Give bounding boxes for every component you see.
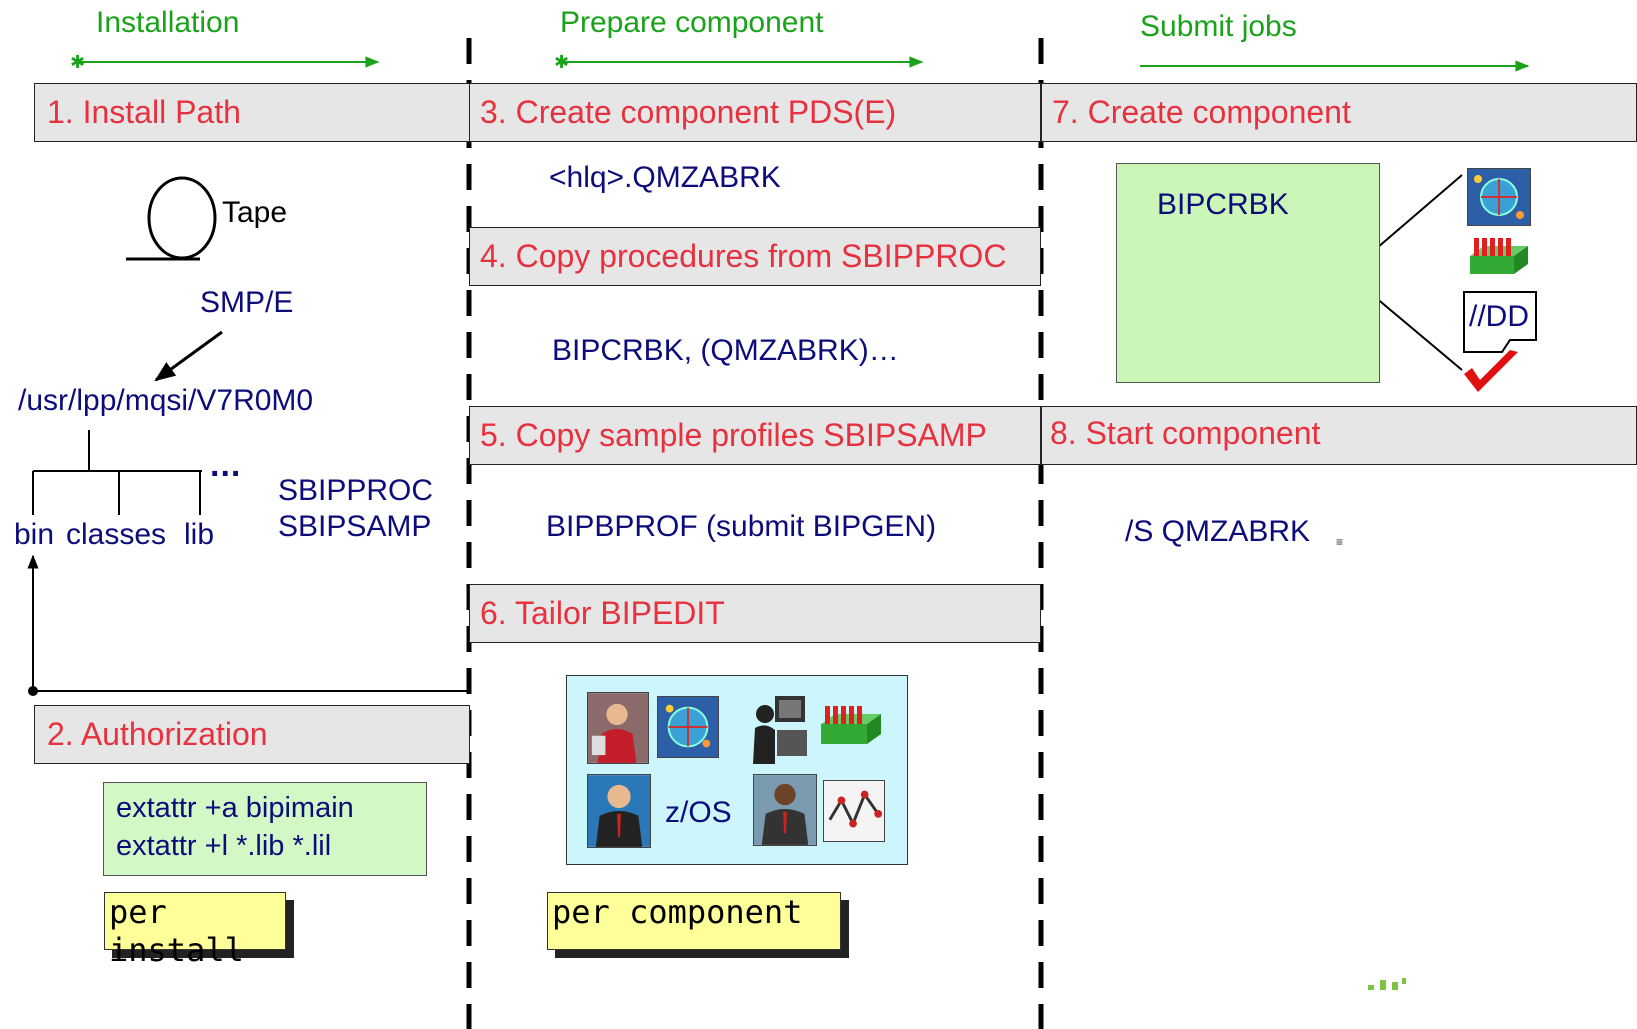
person-businessman-icon [753, 774, 817, 846]
tape-icon [126, 176, 217, 261]
authorization-arrow [27, 554, 469, 696]
auth-command-1: extattr +a bipimain [116, 792, 354, 824]
phase-installation-label: Installation [96, 6, 240, 39]
step-4-copy-procedures: 4. Copy procedures from SBIPPROC [469, 227, 1041, 286]
component-illustration-box: z/OS [566, 675, 908, 865]
globe-icon [1467, 168, 1531, 226]
install-path-label: /usr/lpp/mqsi/V7R0M0 [18, 384, 314, 417]
step-2-authorization: 2. Authorization [34, 705, 470, 764]
profile-names: BIPBPROF (submit BIPGEN) [546, 510, 937, 543]
checkmark-icon [1464, 350, 1518, 392]
step-6-tailor-bipedit: 6. Tailor BIPEDIT [469, 584, 1041, 643]
tree-ellipsis: ... [210, 446, 242, 484]
note-per-install: per install [104, 892, 286, 969]
smpe-label: SMP/E [200, 286, 294, 319]
procedure-names: BIPCRBK, (QMZABRK)… [552, 334, 899, 367]
queue-icon [1470, 238, 1528, 274]
svg-text:✱: ✱ [554, 52, 569, 72]
network-chart-icon [823, 780, 885, 842]
dataset-sbipsamp: SBIPSAMP [278, 510, 432, 543]
authorization-commands-box: extattr +a bipimain extattr +l *.lib *.l… [103, 782, 427, 876]
dataset-sbipproc: SBIPPROC [278, 474, 434, 507]
step-8-start-component: 8. Start component [1041, 406, 1637, 465]
svg-text:✱: ✱ [70, 52, 85, 72]
platform-label: z/OS [665, 796, 732, 829]
person-computer-icon [753, 696, 807, 764]
note-per-component: per component [547, 892, 841, 950]
step-7-create-component: 7. Create component [1041, 83, 1637, 142]
smpe-arrow [154, 330, 223, 382]
dd-label: //DD [1469, 300, 1529, 333]
pds-name: <hlq>.QMZABRK [549, 161, 781, 194]
job-name: BIPCRBK [1157, 188, 1289, 221]
grass-icon [1368, 978, 1406, 990]
person-man-icon [587, 774, 651, 848]
phase-submit-label: Submit jobs [1140, 10, 1297, 43]
step-1-install-path: 1. Install Path [34, 83, 470, 142]
phase-prepare-label: Prepare component [560, 6, 824, 39]
person-woman-icon [587, 692, 649, 764]
dir-classes: classes [66, 518, 167, 551]
create-component-job-box: BIPCRBK [1116, 163, 1380, 383]
directory-tree [32, 430, 202, 515]
globe-network-icon [657, 696, 719, 758]
tape-label: Tape [222, 196, 288, 229]
auth-command-2: extattr +l *.lib *.lil [116, 830, 332, 862]
step-5-copy-sample-profiles: 5. Copy sample profiles SBIPSAMP [469, 406, 1041, 465]
dd-document-icon [1463, 291, 1537, 353]
dir-bin: bin [14, 518, 55, 551]
step-3-create-pds: 3. Create component PDS(E) [469, 83, 1041, 142]
small-equals-icon: ≡ [1336, 535, 1343, 549]
queue-blocks-icon [821, 706, 881, 744]
phase-arrow-installation: ✱ [70, 52, 380, 72]
start-command: /S QMZABRK [1125, 515, 1311, 548]
dir-lib: lib [184, 518, 215, 551]
phase-arrow-prepare: ✱ [554, 52, 924, 72]
